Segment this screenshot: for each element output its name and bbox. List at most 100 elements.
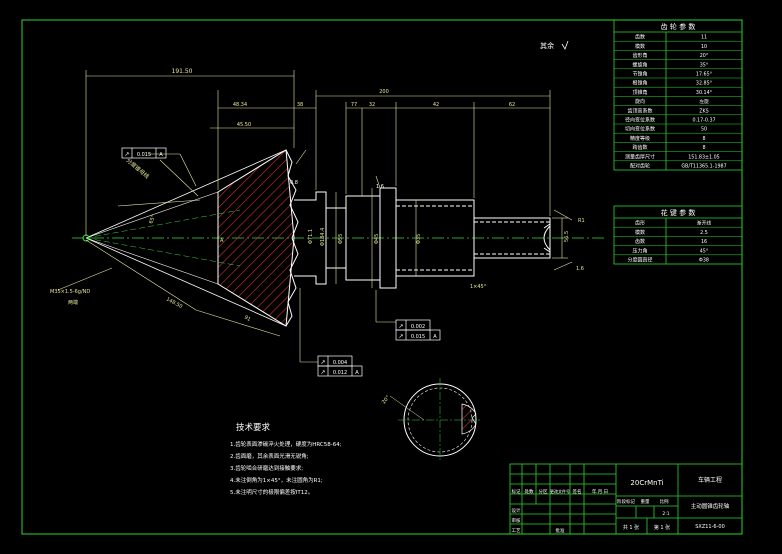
tech-item-5: 5.未注明尺寸的极限偏差按IT12。 bbox=[230, 488, 313, 496]
tolerance-frame-cone: ↗ 0.015 A bbox=[121, 147, 167, 159]
gear-row-value-7: 左旋 bbox=[699, 98, 709, 105]
gear-row-value-10: 50 bbox=[701, 127, 707, 133]
title-col-6: 年.月.日 bbox=[592, 488, 608, 495]
section-view: 20° bbox=[381, 378, 482, 462]
dim-right-a: 77 bbox=[351, 102, 357, 108]
title-col-4: 更改文件号 bbox=[550, 488, 570, 494]
tol-shaft-a-symbol: ↗ bbox=[398, 323, 403, 330]
gear-row-value-2: 20° bbox=[700, 53, 709, 59]
title-craft: 工艺 bbox=[512, 528, 521, 534]
spline-row-label-2: 齿数 bbox=[635, 238, 645, 245]
spline-row-value-3: 45° bbox=[700, 248, 709, 254]
gear-row-label-1: 模数 bbox=[635, 43, 645, 50]
gear-row-value-0: 11 bbox=[701, 35, 707, 41]
dim-right-c: 42 bbox=[433, 102, 439, 108]
dim-dia-spline: Φ45 bbox=[374, 234, 380, 244]
title-col-2: 处数 bbox=[525, 488, 534, 495]
dim-dia-small: Φ35 bbox=[416, 234, 422, 244]
dim-overall: 191.50 bbox=[172, 68, 193, 75]
dim-right-b: 32 bbox=[369, 102, 375, 108]
gear-row-label-12: 跨齿数 bbox=[632, 144, 647, 151]
dim-left-a: 48.34 bbox=[233, 102, 247, 108]
dim-gear-1: Φ184.4 bbox=[320, 228, 326, 246]
tol-shaft-d-symbol: ↗ bbox=[320, 369, 325, 376]
tol-cone-symbol: ↗ bbox=[124, 151, 129, 158]
tol-shaft-b-symbol: ↗ bbox=[398, 333, 403, 340]
dim-left-b: 38 bbox=[297, 102, 303, 108]
tol-shaft-b-datum: A bbox=[433, 334, 437, 340]
spline-table-title: 花 键 参 数 bbox=[661, 208, 696, 217]
dim-radius: R1 bbox=[578, 218, 585, 224]
tol-shaft-a-value: 0.002 bbox=[411, 324, 425, 330]
gear-row-label-9: 径向变位系数 bbox=[625, 117, 655, 124]
datum-a-label: A bbox=[220, 238, 224, 244]
spline-row-value-1: 2.5 bbox=[700, 230, 708, 236]
title-weight: 重量 bbox=[641, 498, 650, 505]
gear-row-label-14: 配对齿轮 bbox=[630, 163, 650, 170]
title-drawing-no: SXZ11-6-00 bbox=[695, 524, 725, 530]
dim-right-mark: 1.6 bbox=[576, 266, 584, 272]
title-scale: 比例 bbox=[660, 498, 669, 505]
roughness-symbol-icon bbox=[561, 40, 569, 50]
dim-cone-width: 148.50 bbox=[165, 296, 183, 310]
tech-requirements: 技术要求 1.齿轮表面渗碳淬火处理，硬度为HRC58-64; 2.齿面磨，其余表… bbox=[230, 422, 342, 496]
gear-row-value-12: 8 bbox=[702, 145, 705, 151]
tol-cone-value: 0.015 bbox=[137, 152, 151, 158]
gear-row-value-5: 32.85° bbox=[696, 81, 712, 87]
spline-row-value-4: Φ38 bbox=[699, 258, 709, 264]
gear-row-label-6: 顶锥角 bbox=[632, 89, 647, 96]
surface-roughness-b: 1.6 bbox=[376, 184, 384, 190]
section-scale: 20° bbox=[381, 394, 392, 405]
tech-item-3: 3.齿轮啮合研磨达到接触要求; bbox=[230, 464, 303, 472]
sheet-border bbox=[21, 19, 743, 535]
title-col-3: 分区 bbox=[539, 488, 548, 495]
gear-row-label-8: 齿顶高系数 bbox=[627, 107, 652, 114]
title-part-name: 主动圆锥齿轮轴 bbox=[691, 502, 730, 510]
tolerance-frame-shaft-2: ↗ 0.004 ↗ 0.012 A bbox=[317, 355, 363, 377]
title-school: 车辆工程 bbox=[698, 476, 722, 484]
spline-row-label-0: 齿形 bbox=[635, 220, 645, 227]
spline-row-value-0: 渐开线 bbox=[697, 220, 712, 227]
gear-row-label-7: 旋向 bbox=[635, 98, 645, 105]
roughness-note: 其余 bbox=[540, 41, 554, 50]
tolerance-frame-shaft-1: ↗ 0.002 ↗ 0.015 A bbox=[395, 319, 441, 341]
gear-row-value-8: ZKS bbox=[699, 108, 708, 114]
tech-item-2: 2.齿面磨，其余表面光滑无锐角; bbox=[230, 452, 309, 460]
gear-row-label-2: 齿形角 bbox=[632, 52, 647, 59]
dim-cone-angle: 65° bbox=[148, 214, 157, 225]
dim-dia-mid: Φ55 bbox=[338, 234, 344, 244]
gear-row-value-4: 17.65° bbox=[696, 72, 712, 78]
tol-shaft-d-datum: A bbox=[355, 370, 359, 376]
title-scale-value: 2:1 bbox=[662, 511, 669, 517]
surface-roughness-a: 0.8 bbox=[290, 180, 298, 186]
dim-gear-2: Φ71.1 bbox=[308, 229, 314, 244]
gear-row-value-11: 8 bbox=[702, 136, 705, 142]
spline-row-label-4: 分度圆直径 bbox=[627, 257, 652, 264]
dim-chamfer: 1×45° bbox=[470, 284, 487, 290]
dim-total-right: 200 bbox=[379, 89, 389, 95]
tech-item-4: 4.未注倒角为1×45°，未注圆角为R1; bbox=[230, 476, 323, 484]
tol-shaft-c-value: 0.004 bbox=[333, 360, 347, 366]
left-note: M35×1.5-6g/ND bbox=[50, 289, 90, 295]
title-sheet: 第 1 张 bbox=[654, 524, 670, 531]
dim-left-c: 45.50 bbox=[237, 122, 251, 128]
dim-right-d: 62 bbox=[509, 102, 515, 108]
gear-row-label-4: 节锥角 bbox=[632, 71, 647, 78]
tol-shaft-b-value: 0.015 bbox=[411, 334, 425, 340]
spline-row-label-1: 模数 bbox=[635, 229, 645, 236]
tol-cone-datum: A bbox=[159, 152, 163, 158]
title-check: 审核 bbox=[512, 517, 521, 524]
title-block bbox=[509, 463, 743, 535]
gear-row-value-14: GB/T11365.1-1987 bbox=[681, 164, 726, 170]
title-sheets: 共 1 张 bbox=[623, 524, 639, 531]
title-col-5: 签名 bbox=[573, 488, 582, 495]
tol-shaft-c-symbol: ↗ bbox=[320, 359, 325, 366]
title-col-1: 标记 bbox=[512, 488, 521, 495]
gear-table-title: 齿 轮 参 数 bbox=[661, 22, 696, 31]
gear-row-label-13: 测量齿厚尺寸 bbox=[625, 153, 655, 160]
dim-mark-left: 91 bbox=[243, 315, 252, 323]
